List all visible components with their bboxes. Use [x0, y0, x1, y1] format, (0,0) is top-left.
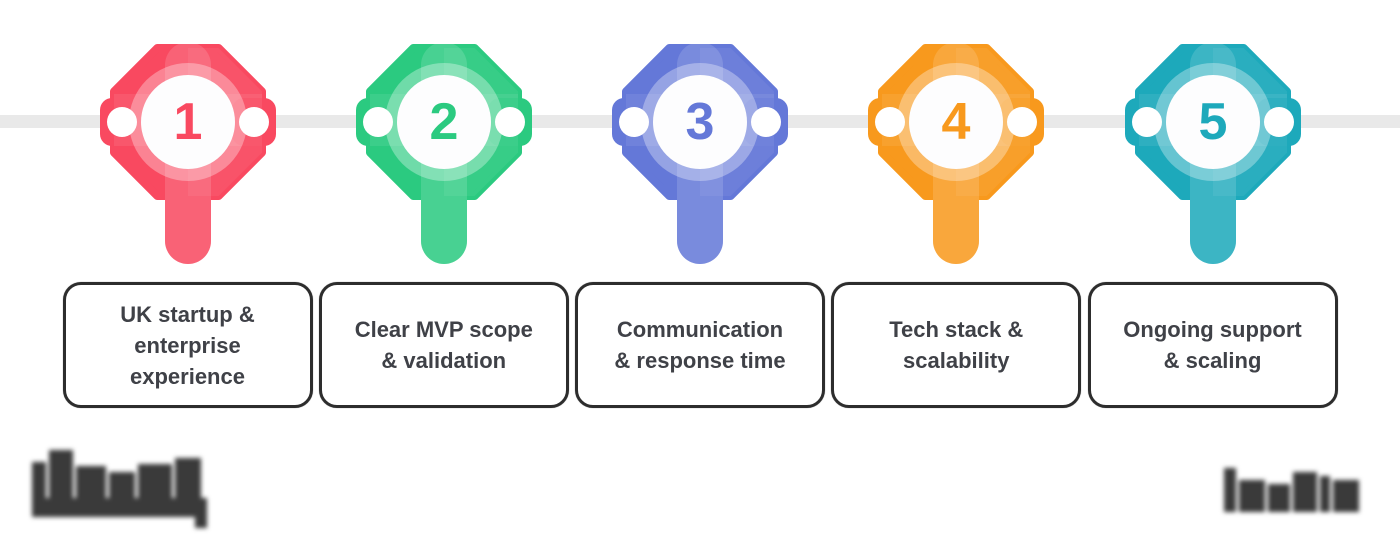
- step-2-number: 2: [429, 93, 458, 151]
- timeline-dot-right: [751, 107, 781, 137]
- timeline-dot-right: [238, 107, 269, 137]
- step-1-badge-icon: 1: [99, 42, 276, 264]
- step-3-number: 3: [686, 93, 715, 151]
- step-1-number: 1: [173, 93, 202, 151]
- step-2-label: Clear MVP scope & validation: [354, 317, 533, 373]
- step-3-card: Communication & response time: [575, 282, 825, 408]
- step-4-badge-icon: 4: [868, 42, 1045, 264]
- step-5: 5 Ongoing support & scaling: [1087, 0, 1338, 536]
- timeline-dot-right: [1007, 107, 1038, 137]
- timeline-dot-left: [875, 107, 906, 137]
- step-3-badge-icon: 3: [612, 42, 788, 264]
- timeline-dot-left: [1131, 107, 1162, 137]
- step-5-label: Ongoing support & scaling: [1123, 317, 1302, 373]
- step-3: 3 Communication & response time: [575, 0, 825, 536]
- timeline-dot-left: [362, 107, 393, 137]
- timeline-dot-left: [619, 107, 649, 137]
- footer-wordmark-blurred-icon: [1224, 468, 1364, 514]
- step-1-card: UK startup & enterprise experience: [62, 282, 313, 408]
- step-2-card: Clear MVP scope & validation: [318, 282, 569, 408]
- step-1: 1 UK startup & enterprise experience: [62, 0, 313, 536]
- step-2: 2 Clear MVP scope & validation: [318, 0, 569, 536]
- step-5-card: Ongoing support & scaling: [1087, 282, 1338, 408]
- company-logo-blurred-icon: [32, 450, 210, 528]
- timeline-dot-left: [106, 107, 137, 137]
- step-4-number: 4: [942, 93, 971, 151]
- step-5-number: 5: [1198, 93, 1227, 151]
- step-2-badge-icon: 2: [355, 42, 532, 264]
- step-4: 4 Tech stack & scalability: [831, 0, 1082, 536]
- step-4-card: Tech stack & scalability: [831, 282, 1082, 408]
- step-5-badge-icon: 5: [1124, 42, 1301, 264]
- step-3-label: Communication & response time: [614, 317, 786, 373]
- timeline-dot-right: [494, 107, 525, 137]
- step-4-label: Tech stack & scalability: [889, 317, 1024, 373]
- step-1-label: UK startup & enterprise experience: [120, 301, 255, 389]
- timeline-dot-right: [1263, 107, 1294, 137]
